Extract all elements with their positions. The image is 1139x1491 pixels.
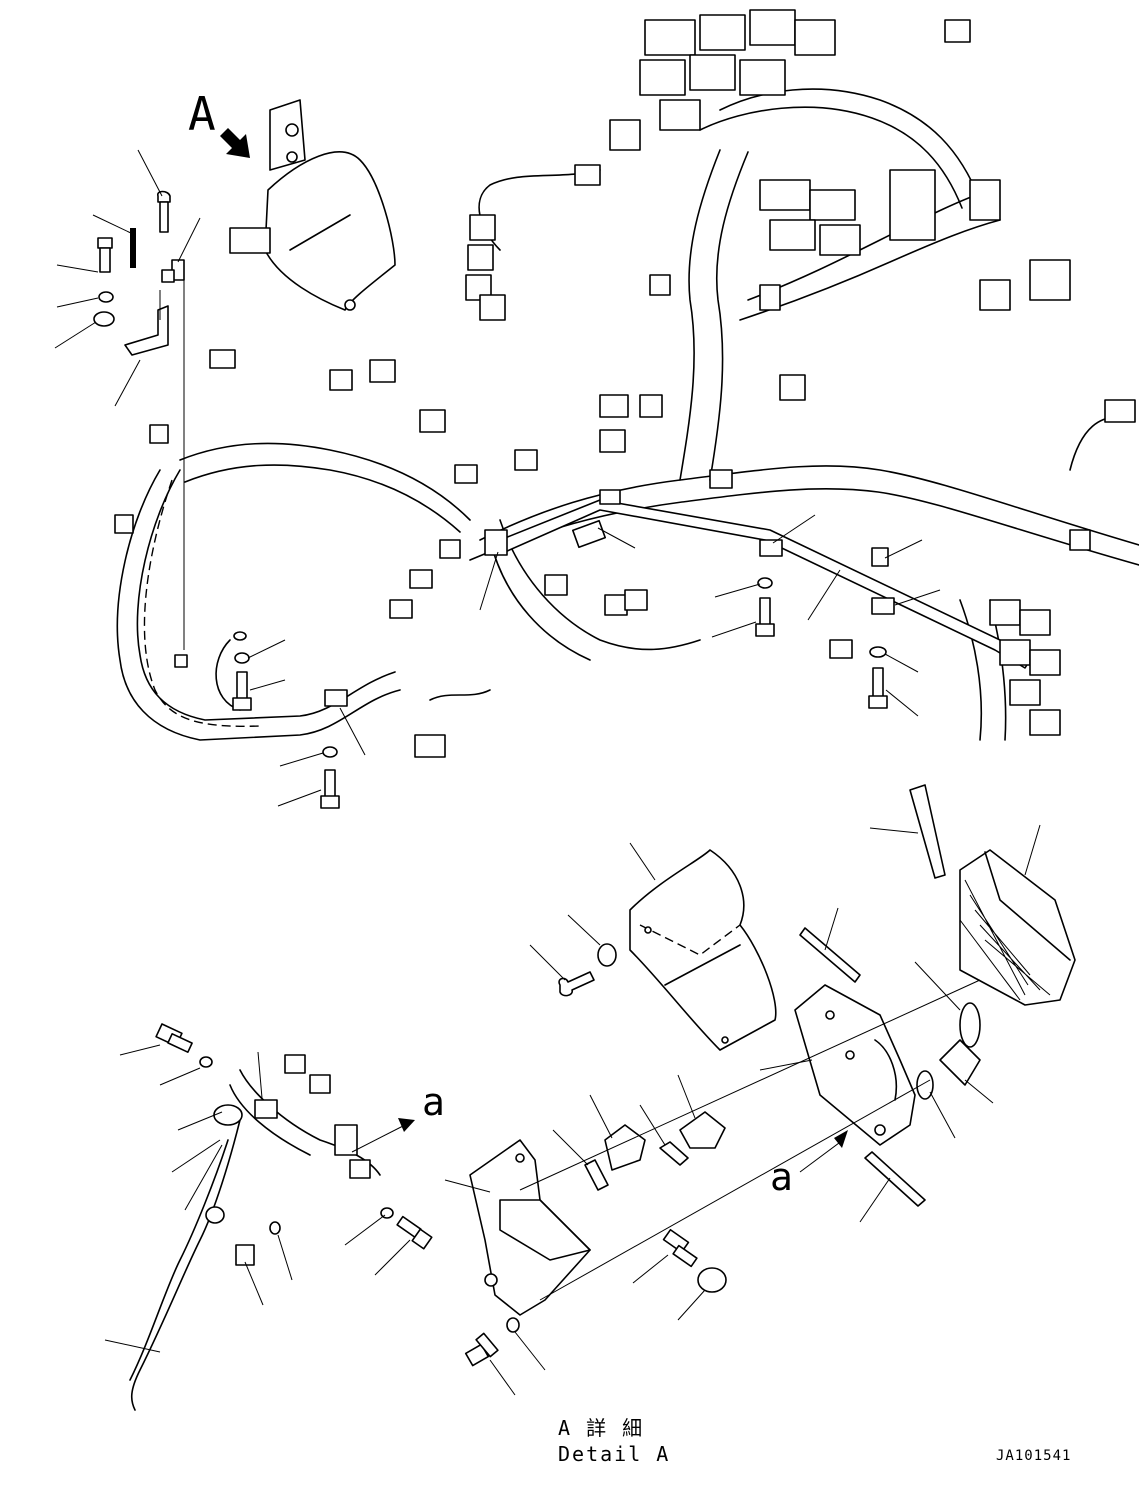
detail-a-exploded-view: a a	[105, 785, 1075, 1410]
view-arrow-icon	[220, 128, 250, 158]
left-fasteners	[94, 192, 184, 651]
detail-caption-en: Detail A	[558, 1442, 670, 1466]
controller-bracket	[795, 985, 915, 1145]
view-label-A: A	[188, 87, 216, 141]
arrow-a-top-icon	[398, 1118, 415, 1132]
upper-leader-lines	[55, 150, 940, 806]
controller-unit	[960, 850, 1075, 1005]
relay-block-upper	[466, 10, 1070, 320]
lower-leader-lines	[105, 825, 1040, 1395]
harness-connectors	[115, 350, 1135, 757]
arrow-label-a-top: a	[422, 1080, 445, 1124]
strip-lower	[865, 1152, 925, 1206]
detail-caption-jp: A 詳 細	[558, 1416, 644, 1440]
arrow-label-a-bottom: a	[770, 1155, 793, 1199]
strip-mid	[800, 928, 860, 982]
left-harness-subassembly	[130, 1024, 432, 1410]
main-harness-assembly: A	[55, 10, 1139, 808]
strip-upper	[910, 785, 945, 878]
drawing-code: JA101541	[996, 1448, 1071, 1464]
cover	[630, 850, 776, 1050]
upper-bolts	[233, 548, 888, 808]
arrow-a-bottom-icon	[834, 1130, 848, 1148]
